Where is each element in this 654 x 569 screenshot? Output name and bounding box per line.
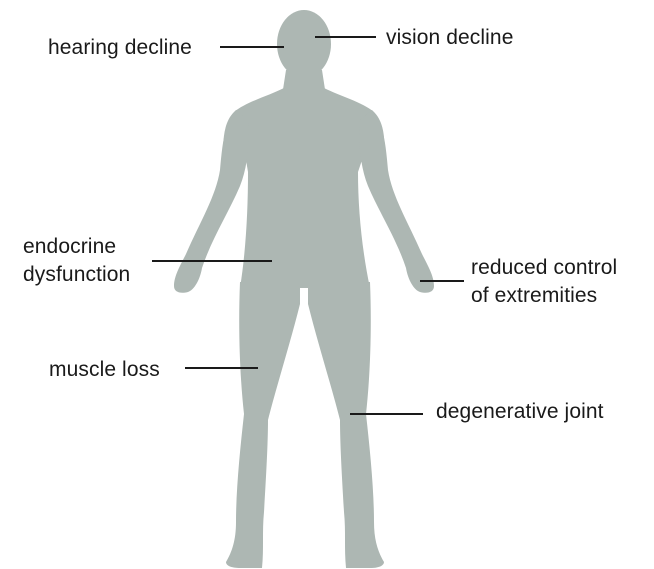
label-endocrine-line-2: dysfunction [23,261,130,289]
label-endocrine-dysfunction: endocrine dysfunction [23,233,130,289]
head [277,10,331,78]
label-muscle-loss: muscle loss [49,356,160,384]
label-hearing-decline: hearing decline [48,34,192,62]
left-leg [226,282,300,568]
right-arm [359,110,434,293]
label-reduced-line-1: reduced control [471,254,617,282]
label-degenerative-joint: degenerative joint [436,398,604,426]
torso [223,88,384,288]
right-leg [308,282,384,568]
label-reduced-control: reduced control of extremities [471,254,617,310]
label-reduced-line-2: of extremities [471,282,617,310]
label-endocrine-line-1: endocrine [23,233,130,261]
label-vision-decline: vision decline [386,24,513,52]
left-arm [174,110,249,293]
human-body-silhouette [174,10,434,568]
